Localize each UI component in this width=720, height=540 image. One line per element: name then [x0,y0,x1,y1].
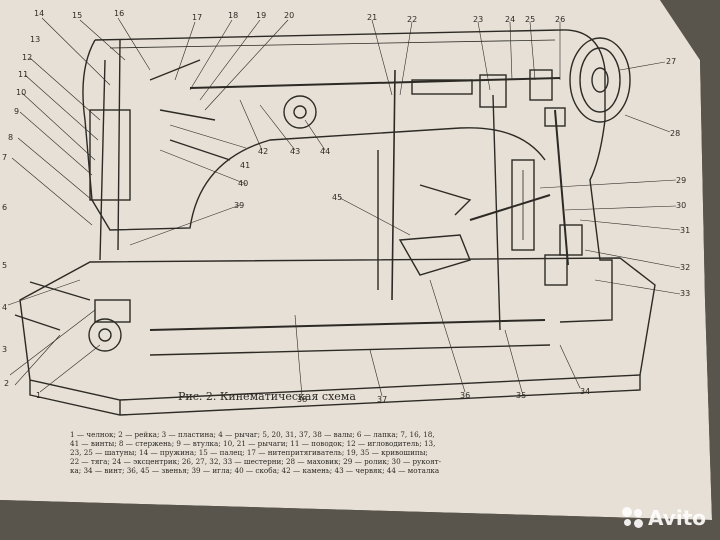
legend-line: 22 — тяга; 24 — эксцентрик; 26, 27, 32, … [70,457,442,466]
callout-41: 41 [240,161,250,170]
callout-37: 37 [377,395,387,404]
callout-29: 29 [676,176,686,185]
callout-numbers: 1 2 3 4 5 6 7 8 9 10 11 12 13 14 15 16 1… [2,9,690,404]
callout-11: 11 [18,70,28,79]
callout-45: 45 [332,193,342,202]
callout-12: 12 [22,53,32,62]
callout-4: 4 [2,303,7,312]
callout-7: 7 [2,153,7,162]
callout-16: 16 [114,9,124,18]
legend-line: ка; 34 — винт; 36, 45 — звенья; 39 — игл… [70,466,440,475]
callout-31: 31 [680,226,690,235]
callout-19: 19 [256,11,266,20]
callout-32: 32 [680,263,690,272]
callout-1: 1 [36,391,41,400]
callout-40: 40 [238,179,248,188]
callout-25: 25 [525,15,535,24]
callout-9: 9 [14,107,19,116]
callout-22: 22 [407,15,417,24]
callout-33: 33 [680,289,690,298]
callout-8: 8 [8,133,13,142]
callout-38: 38 [297,395,307,404]
legend-line: 23, 25 — шатуны; 14 — пружина; 15 — пале… [70,448,428,457]
callout-17: 17 [192,13,202,22]
callout-36: 36 [460,391,470,400]
callout-39: 39 [234,201,244,210]
callout-26: 26 [555,15,565,24]
avito-logo-icon [622,507,644,529]
callout-2: 2 [4,379,9,388]
callout-43: 43 [290,147,300,156]
callout-21: 21 [367,13,377,22]
callout-27: 27 [666,57,676,66]
callout-35: 35 [516,391,526,400]
callout-30: 30 [676,201,686,210]
callout-14: 14 [34,9,44,18]
callout-5: 5 [2,261,7,270]
callout-15: 15 [72,11,82,20]
avito-watermark: Avito [622,506,706,530]
callout-23: 23 [473,15,483,24]
callout-42: 42 [258,147,268,156]
machine-drawing [7,17,681,416]
callout-13: 13 [30,35,40,44]
legend-line: 1 — челнок; 2 — рейка; 3 — пластина; 4 —… [70,430,435,439]
callout-24: 24 [505,15,515,24]
callout-3: 3 [2,345,7,354]
legend-line: 41 — винты; 8 — стержень; 9 — втулка; 10… [70,439,436,448]
figure-caption: Рис. 2. Кинематическая схема [178,390,356,403]
figure-legend: 1 — челнок; 2 — рейка; 3 — пластина; 4 —… [70,430,630,475]
callout-6: 6 [2,203,7,212]
avito-brand-text: Avito [648,506,706,530]
callout-18: 18 [228,11,238,20]
callout-44: 44 [320,147,330,156]
callout-10: 10 [16,88,26,97]
callout-34: 34 [580,387,590,396]
callout-20: 20 [284,11,294,20]
callout-28: 28 [670,129,680,138]
